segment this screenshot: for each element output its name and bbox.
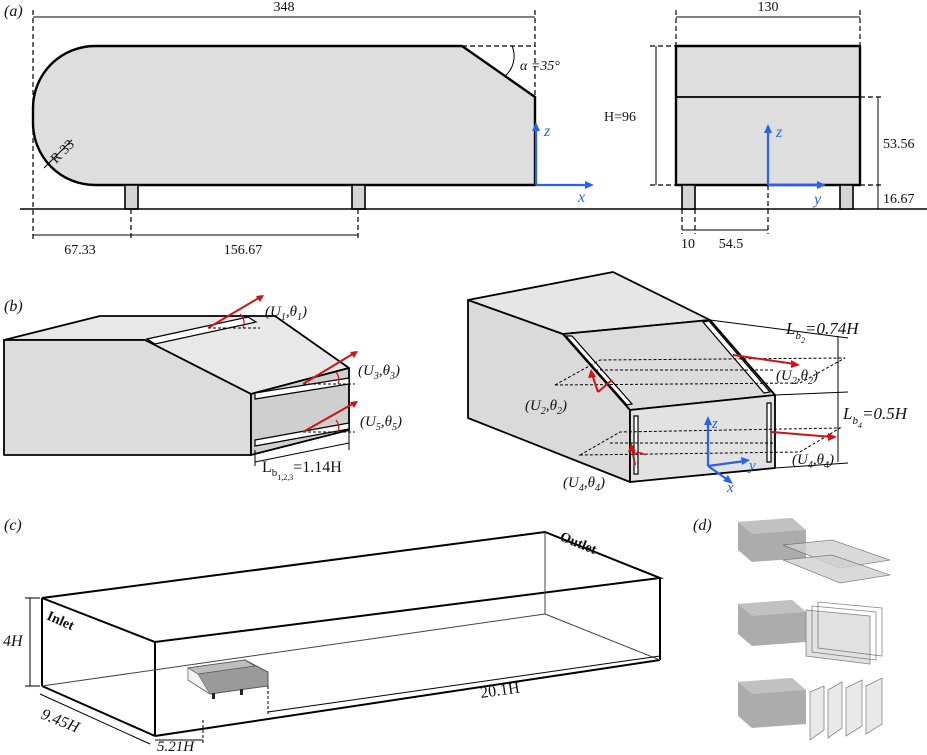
domain-edge-hidden	[41, 613, 546, 687]
jet-u2-left	[588, 369, 613, 393]
label-outlet: Outlet	[558, 530, 599, 558]
axis-x-b	[707, 465, 729, 481]
jet-u4-right	[771, 431, 837, 441]
dim-line	[774, 462, 849, 469]
panel-c-label: (c)	[4, 517, 22, 534]
slot-4-right	[766, 402, 772, 463]
axis-x-label: x	[577, 189, 585, 206]
axis-arrowhead	[532, 122, 540, 131]
slot-5	[254, 422, 350, 447]
axis-arrowhead	[817, 181, 826, 189]
label-u2-left: (U2,θ2)	[525, 398, 567, 417]
jet-u2-right	[732, 354, 800, 368]
label-u1: (U1,θ1)	[265, 304, 307, 323]
axis-y-label-front: y	[812, 191, 822, 208]
dim-arrow-lb123	[254, 442, 350, 463]
axis-arrowhead	[764, 124, 772, 133]
jet-u5	[302, 401, 358, 433]
jet-u4-left	[628, 443, 646, 466]
axis-arrowhead	[585, 181, 594, 189]
dim-wheel-w: 10	[681, 237, 695, 252]
dim-5-21h: 5.21H	[157, 739, 195, 755]
side-wheel-front	[124, 184, 139, 210]
label-inlet: Inlet	[44, 609, 76, 634]
axis-arrowhead	[723, 475, 733, 484]
dim-20-1h: 20.1H	[479, 680, 521, 702]
label-lb2: Lb2=0.74H	[785, 319, 860, 345]
dim-wheel-track: 54.5	[719, 237, 744, 252]
dim-angle: α =35°	[520, 59, 560, 74]
domain-edge-hidden	[544, 613, 661, 661]
car-model	[186, 659, 269, 699]
panel-d-label: (d)	[693, 517, 712, 534]
panel-d: (d)	[693, 517, 891, 741]
label-u4-left: (U4,θ4)	[563, 475, 605, 494]
plane-u4-dashed	[578, 427, 842, 456]
label-u2-right: (U2,θ2)	[776, 368, 818, 387]
dim-length: 348	[274, 0, 295, 15]
label-u5: (U5,θ5)	[360, 414, 402, 433]
dim-upper-h: 53.56	[883, 137, 915, 152]
plane-u2-dashed	[554, 357, 846, 386]
dim-clearance: 16.67	[883, 192, 915, 207]
axis-z-label: z	[543, 123, 551, 140]
angle-arc	[504, 45, 515, 77]
side-view-body	[31, 44, 537, 187]
panel-b-label: (b)	[4, 298, 23, 315]
slot-2-right	[701, 320, 772, 394]
dim-4h: 4H	[3, 633, 24, 650]
axis-y-label-b: y	[747, 458, 756, 474]
axis-arrowhead	[704, 416, 712, 425]
axis-z-label-b: z	[711, 416, 718, 432]
radius-leader	[43, 139, 73, 169]
domain-top	[41, 530, 664, 644]
panel-b: (b) (U1,θ1)	[3, 271, 909, 496]
dim-arrow-downstream	[267, 655, 661, 713]
axis-z-label-front: z	[775, 124, 783, 141]
label-u4-right: (U4,θ4)	[792, 452, 834, 471]
thumb-cross-planes	[738, 677, 883, 741]
dim-wheel-front: 67.33	[64, 243, 96, 258]
label-lb123: Lb1,2,3=1.14H	[262, 459, 342, 482]
dim-arrow-width	[39, 693, 151, 745]
panel-a: (a) 348 α =35° R 33 z x 67.33 156.67	[4, 0, 927, 258]
axis-arrowhead	[741, 457, 750, 465]
axis-x-label-b: x	[726, 480, 734, 496]
label-lb4: Lb4=0.5H	[842, 404, 909, 430]
jet-u1	[207, 295, 264, 329]
label-u3: (U3,θ3)	[358, 363, 400, 382]
side-wheel-rear	[351, 184, 366, 210]
dim-width: 130	[758, 0, 779, 15]
dim-height: H=96	[604, 110, 636, 125]
dim-line	[709, 319, 849, 339]
thumb-lateral-planes	[738, 600, 883, 665]
jet-u3	[302, 351, 358, 385]
slot-4-left	[633, 415, 639, 475]
front-wheel-right	[839, 184, 854, 210]
panel-a-label: (a)	[4, 3, 23, 20]
domain-edge	[154, 659, 661, 737]
dim-line	[774, 391, 849, 396]
thumb-horizontal-planes	[738, 518, 891, 584]
front-wheel-left	[681, 184, 696, 210]
axis-y-b	[707, 459, 746, 468]
panel-c: (c) Inlet Outlet 4H 9.45H 5.2	[3, 517, 664, 755]
domain-edge	[41, 685, 156, 737]
dim-wheelbase: 156.67	[224, 243, 263, 258]
slot-2-left	[564, 335, 634, 406]
